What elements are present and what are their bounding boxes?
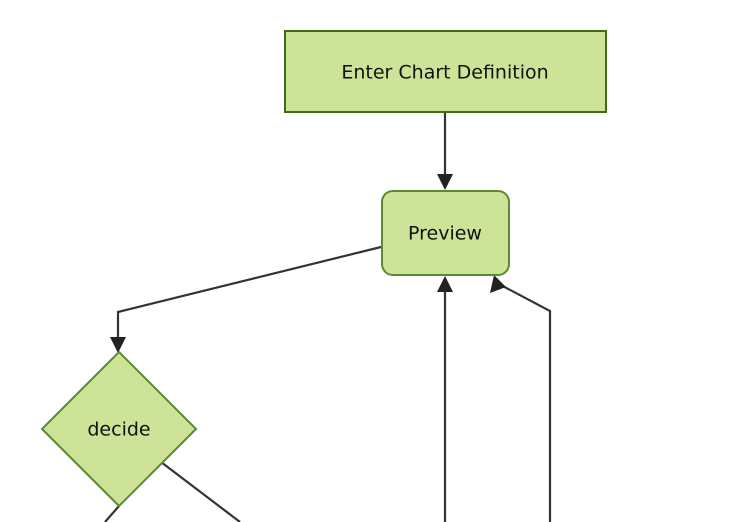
- node-decide[interactable]: decide: [40, 350, 198, 508]
- edge-enter-to-preview[interactable]: [437, 113, 453, 190]
- edge-line: [160, 461, 241, 522]
- node-enter-chart-definition[interactable]: Enter Chart Definition: [284, 30, 607, 113]
- arrowhead-icon: [437, 174, 453, 190]
- node-label: decide: [87, 419, 150, 441]
- node-shape-rectangle: [284, 30, 607, 113]
- edge-group: [104, 113, 552, 522]
- node-group: Enter Chart Definition Preview decide: [40, 30, 607, 508]
- arrowhead-icon: [437, 276, 453, 292]
- edge-line: [104, 505, 120, 522]
- node-label: Preview: [408, 223, 482, 245]
- edge-preview-to-decide[interactable]: [110, 245, 382, 353]
- node-shape-rounded-rectangle: [381, 190, 510, 276]
- edge-line: [116, 245, 382, 344]
- edge-bottom-to-preview-center[interactable]: [437, 276, 453, 522]
- edge-line: [496, 282, 552, 522]
- node-preview[interactable]: Preview: [381, 190, 510, 276]
- arrowhead-icon: [490, 275, 506, 293]
- node-shape-diamond: [40, 350, 198, 508]
- edge-decide-down-left[interactable]: [104, 505, 120, 522]
- node-label: Enter Chart Definition: [341, 62, 548, 84]
- edge-decide-down-right[interactable]: [160, 461, 241, 522]
- edge-bottom-to-preview-right[interactable]: [490, 275, 552, 522]
- arrowhead-icon: [110, 337, 126, 353]
